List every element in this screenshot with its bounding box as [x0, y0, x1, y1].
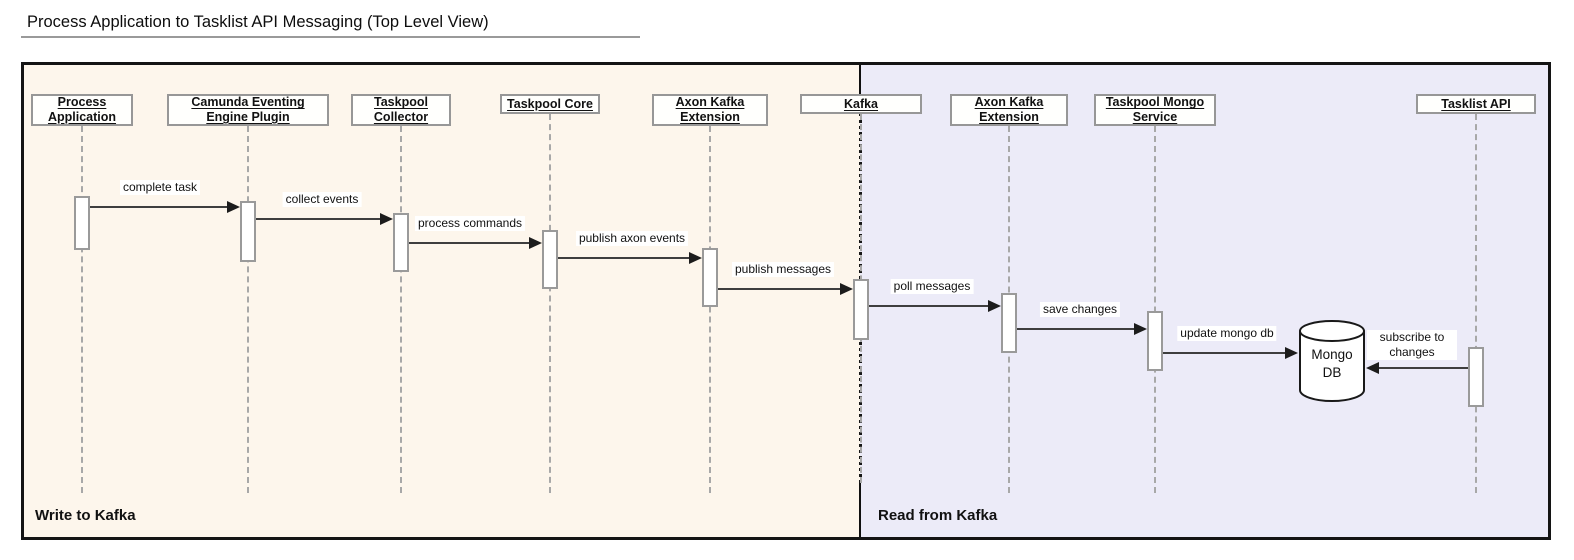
activation-axon-kafka-extension-left: [702, 248, 718, 307]
participant-header-axon-kafka-extension-right: Axon Kafka Extension: [950, 94, 1068, 126]
arrowhead-collect-events-icon: [380, 213, 393, 225]
arrowhead-publish-axon-events-icon: [689, 252, 702, 264]
activation-taskpool-core: [542, 230, 558, 289]
message-label-collect-events: collect events: [282, 192, 362, 207]
lifeline-axon-kafka-extension-left: [709, 126, 711, 493]
participant-header-taskpool-mongo-service: Taskpool Mongo Service: [1094, 94, 1216, 126]
arrowhead-complete-task-icon: [227, 201, 240, 213]
participant-header-taskpool-core: Taskpool Core: [500, 94, 600, 114]
message-label-process-commands: process commands: [414, 216, 526, 231]
message-label-publish-messages: publish messages: [731, 262, 835, 277]
participant-header-process-application: Process Application: [31, 94, 133, 126]
activation-process-application: [74, 196, 90, 250]
message-label-update-mongo-db: update mongo db: [1177, 326, 1277, 341]
participant-header-taskpool-collector: Taskpool Collector: [351, 94, 451, 126]
title-underline: [21, 36, 640, 38]
message-line-update-mongo-db: [1163, 352, 1287, 354]
mongodb-label: Mongo DB: [1311, 347, 1353, 380]
message-line-publish-axon-events: [558, 257, 691, 259]
participant-header-kafka: Kafka: [800, 94, 922, 114]
activation-tasklist-api: [1468, 347, 1484, 407]
activation-taskpool-collector: [393, 213, 409, 272]
lifeline-taskpool-collector: [400, 126, 402, 493]
message-label-poll-messages: poll messages: [890, 279, 974, 294]
activation-camunda-eventing-engine-plugin: [240, 201, 256, 262]
message-line-publish-messages: [718, 288, 842, 290]
lifeline-camunda-eventing-engine-plugin: [247, 126, 249, 493]
message-label-complete-task: complete task: [119, 180, 201, 195]
lifeline-taskpool-mongo-service: [1154, 126, 1156, 493]
activation-kafka: [853, 279, 869, 340]
message-line-process-commands: [409, 242, 531, 244]
region-read-from-kafka: [860, 62, 1551, 540]
arrowhead-save-changes-icon: [1134, 323, 1147, 335]
message-line-complete-task: [90, 206, 229, 208]
arrowhead-update-mongo-db-icon: [1285, 347, 1298, 359]
activation-axon-kafka-extension-right: [1001, 293, 1017, 353]
lifeline-taskpool-core: [549, 114, 551, 493]
arrowhead-poll-messages-icon: [988, 300, 1001, 312]
message-line-save-changes: [1017, 328, 1136, 330]
mongodb-cylinder-icon: [1298, 319, 1366, 403]
region-label-read-from-kafka: Read from Kafka: [878, 507, 998, 524]
arrowhead-publish-messages-icon: [840, 283, 853, 295]
message-line-subscribe-to-changes: [1378, 367, 1468, 369]
message-label-subscribe-to-changes: subscribe to changes: [1367, 330, 1457, 360]
region-write-to-kafka: [21, 62, 860, 540]
participant-header-tasklist-api: Tasklist API: [1416, 94, 1536, 114]
lifeline-tasklist-api: [1475, 114, 1477, 493]
participant-header-axon-kafka-extension-left: Axon Kafka Extension: [652, 94, 768, 126]
message-line-poll-messages: [869, 305, 990, 307]
arrowhead-process-commands-icon: [529, 237, 542, 249]
arrowhead-subscribe-to-changes-icon: [1366, 362, 1379, 374]
kafka-boundary-top: [859, 62, 861, 95]
region-label-write-to-kafka: Write to Kafka: [35, 507, 136, 524]
message-label-publish-axon-events: publish axon events: [575, 231, 689, 246]
participant-header-camunda-eventing-engine-plugin: Camunda Eventing Engine Plugin: [167, 94, 329, 126]
message-label-save-changes: save changes: [1039, 302, 1121, 317]
kafka-boundary-bottom: [859, 483, 861, 540]
message-line-collect-events: [256, 218, 382, 220]
diagram-title: Process Application to Tasklist API Mess…: [27, 13, 489, 31]
activation-taskpool-mongo-service: [1147, 311, 1163, 371]
lifeline-process-application: [81, 126, 83, 493]
